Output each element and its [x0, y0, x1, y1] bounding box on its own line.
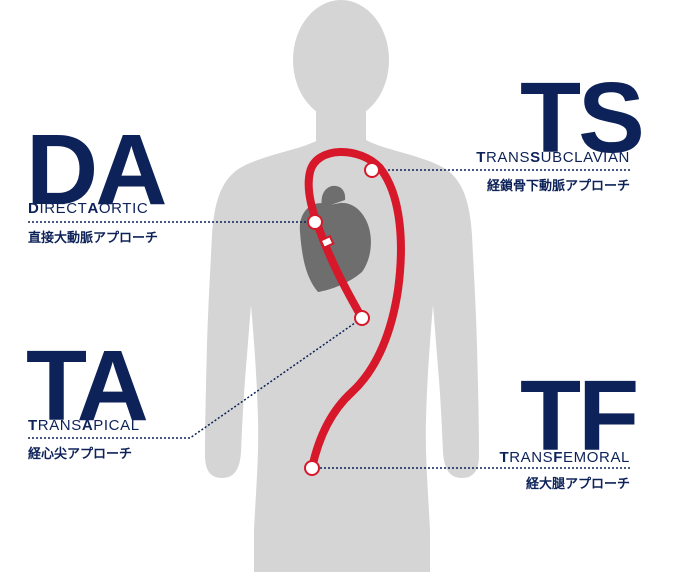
label-segment: D [28, 200, 40, 217]
label-segment: F [553, 449, 564, 466]
da-access-point [307, 214, 323, 230]
head-shape [293, 0, 389, 120]
da-abbreviation: DA [26, 114, 167, 226]
label-segment: PICAL [93, 417, 140, 434]
valve-marker [319, 234, 335, 250]
ts-english-label: TRANSSUBCLAVIAN [430, 150, 630, 165]
label-segment: RANS [37, 417, 82, 434]
ts-abbreviation: TS [520, 62, 645, 174]
ta-english-label: TRANSAPICAL [28, 418, 140, 433]
tf-japanese-label: 経大腿アプローチ [525, 477, 630, 492]
ts-japanese-label: 経鎖骨下動脈アプローチ [486, 179, 630, 194]
label-segment: T [28, 417, 38, 434]
label-segment: T [476, 149, 486, 166]
ts-access-point [364, 162, 380, 178]
ta-access-point [354, 310, 370, 326]
heart-vessel-shape [321, 185, 346, 208]
label-segment: RANS [485, 149, 531, 166]
tf-access-point [304, 460, 320, 476]
tf-abbreviation: TF [520, 360, 639, 472]
label-segment: A [81, 417, 94, 434]
label-segment: IRECT [39, 200, 88, 217]
label-segment: EMORAL [563, 449, 630, 466]
access-points [304, 162, 380, 476]
da-japanese-label: 直接大動脈アプローチ [28, 231, 159, 246]
label-segment: UBCLAVIAN [540, 149, 630, 166]
label-segment: S [530, 149, 541, 166]
da-english-label: DIRECTAORTIC [28, 201, 148, 216]
ta-abbreviation: TA [26, 330, 149, 442]
leader-lines [28, 169, 630, 469]
label-segment: RANS [509, 449, 554, 466]
ta-leader-line [28, 317, 363, 439]
label-segment: T [499, 449, 510, 466]
torso-shape [205, 140, 479, 572]
human-silhouette [205, 0, 479, 572]
ta-japanese-label: 経心尖アプローチ [28, 447, 133, 462]
label-segment: ORTIC [98, 200, 149, 217]
tf-english-label: TRANSFEMORAL [430, 450, 630, 465]
label-segment: A [87, 200, 99, 217]
